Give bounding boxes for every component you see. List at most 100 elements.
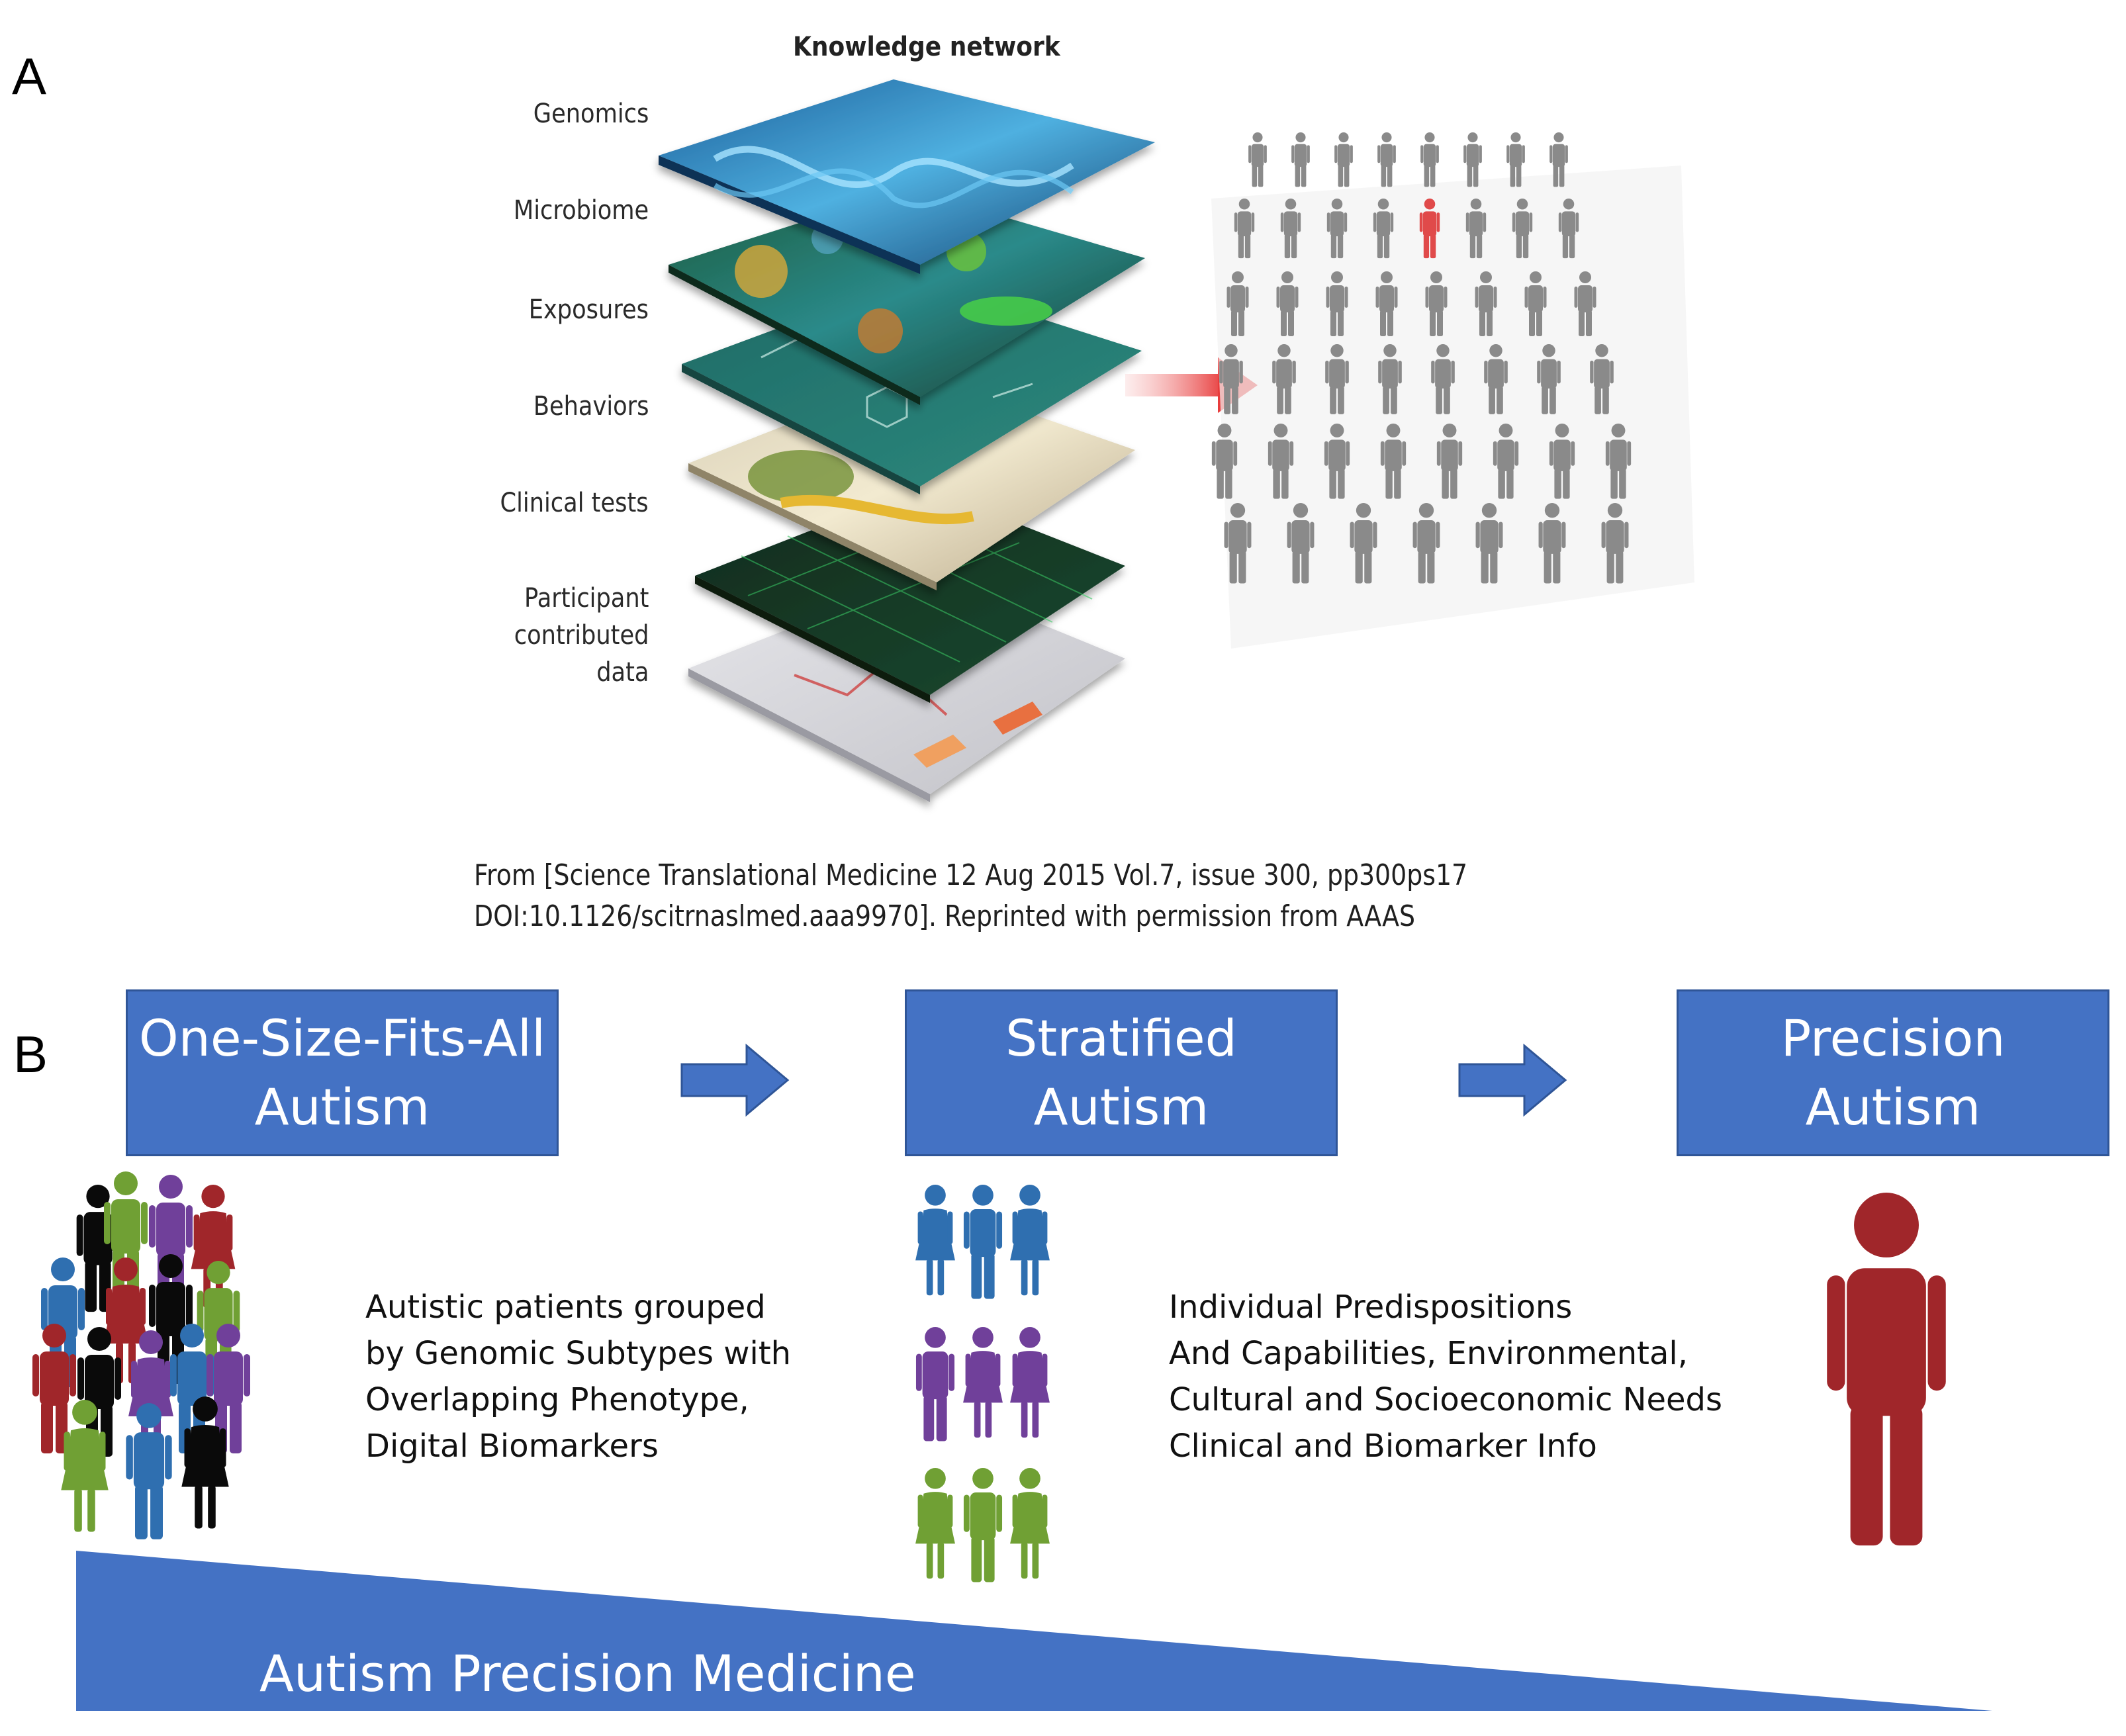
stage-3-line-2: Autism [1805, 1077, 1981, 1136]
crowd-person-28 [1484, 344, 1508, 414]
stage-1-line-1: One-Size-Fits-All [138, 1009, 546, 1068]
crowd-person-22 [1574, 271, 1596, 336]
crowd-person-14 [1558, 199, 1579, 259]
crowd-person-7 [1549, 132, 1568, 187]
stage-1-line-2: Autism [254, 1077, 430, 1136]
crowd-person-38 [1605, 424, 1632, 499]
crowd-person-15 [1226, 271, 1249, 336]
stratified-purple-group-middle [963, 1327, 1003, 1438]
crowd-person-10 [1326, 199, 1348, 259]
crowd-person-39 [1224, 503, 1252, 584]
layer-label-microbiome: Microbiome [513, 195, 649, 226]
crowd-person-31 [1211, 424, 1238, 499]
crowd-person-40 [1287, 503, 1315, 584]
desc-right-line-2: And Capabilities, Environmental, [1169, 1335, 1688, 1372]
crowd-person-3 [1377, 132, 1396, 187]
crowd-person-23 [1219, 344, 1243, 414]
crowd-person-43 [1475, 503, 1503, 584]
desc-left-line-1: Autistic patients grouped [365, 1289, 766, 1326]
layer-label-genomics: Genomics [533, 99, 649, 129]
desc-right-line-4: Clinical and Biomarker Info [1169, 1428, 1597, 1465]
knowledge-network-title: Knowledge network [793, 32, 1060, 62]
panel-a-letter: A [12, 47, 47, 105]
crowd-person-16 [1276, 271, 1299, 336]
description-stratified: Individual Predispositions And Capabilit… [1169, 1284, 1722, 1469]
crowd-person-5 [1463, 132, 1482, 187]
arrow-right-icon-2 [1458, 1043, 1567, 1117]
stratified-green-group [915, 1468, 1050, 1582]
arrow-right-icon-1 [680, 1043, 790, 1117]
crowd-person-0 [1248, 132, 1267, 187]
stratified-green-group-left [915, 1468, 955, 1579]
crowd-person-27 [1431, 344, 1455, 414]
crowd-person-13 [1512, 199, 1533, 259]
crowd-person-45 [1601, 503, 1629, 584]
highlighted-person [1419, 199, 1440, 259]
crowd-person-33 [1324, 424, 1350, 499]
stage-2-line-2: Autism [1033, 1077, 1209, 1136]
stratified-blue-group-middle [963, 1185, 1003, 1299]
precision-medicine-banner [76, 1551, 1992, 1711]
crowd-person-35 [1436, 424, 1463, 499]
precision-individual [1827, 1193, 1946, 1546]
stage-2-line-1: Stratified [1005, 1009, 1237, 1068]
mixed-person-13 [61, 1400, 109, 1532]
desc-left-line-2: by Genomic Subtypes with [365, 1335, 792, 1372]
layer-clinical-tests [695, 486, 1125, 703]
stratified-blue-group-right [1010, 1185, 1050, 1296]
mixed-person-8 [32, 1324, 76, 1453]
crowd-person-34 [1380, 424, 1407, 499]
crowd-person-9 [1280, 199, 1301, 259]
crowd-person-18 [1375, 271, 1398, 336]
crowd-person-1 [1291, 132, 1310, 187]
participant-label-line-2: contributed [514, 620, 649, 651]
mixed-person-10 [128, 1330, 173, 1456]
image-credit-line-1: From [Science Translational Medicine 12 … [474, 858, 1468, 892]
banner-label: Autism Precision Medicine [259, 1644, 916, 1703]
participant-label-line-1: Participant [524, 583, 649, 614]
stratified-purple-group [915, 1327, 1050, 1441]
description-one-size: Autistic patients grouped by Genomic Sub… [365, 1284, 791, 1469]
crowd-person-25 [1325, 344, 1349, 414]
crowd-person-24 [1272, 344, 1296, 414]
crowd-person-26 [1378, 344, 1402, 414]
stratified-blue-group-left [915, 1185, 955, 1296]
crowd-person-2 [1334, 132, 1353, 187]
stratified-purple-group-right [1010, 1327, 1050, 1438]
desc-left-line-4: Digital Biomarkers [365, 1428, 659, 1465]
layer-label-exposures: Exposures [528, 295, 649, 325]
crowd-person-11 [1373, 199, 1394, 259]
crowd-person-4 [1420, 132, 1439, 187]
crowd-person-44 [1538, 503, 1566, 584]
crowd-person-36 [1493, 424, 1519, 499]
crowd-person-37 [1549, 424, 1575, 499]
stratified-purple-group-left [915, 1327, 955, 1441]
layer-label-behaviors: Behaviors [533, 391, 649, 422]
crowd-person-29 [1537, 344, 1561, 414]
stage-3-line-1: Precision [1780, 1009, 2006, 1068]
image-credit-line-2: DOI:10.1126/scitrnaslmed.aaa9970]. Repri… [474, 899, 1416, 933]
crowd-person-17 [1326, 271, 1348, 336]
crowd-person-32 [1268, 424, 1294, 499]
participant-label-line-3: data [596, 657, 649, 688]
crowd-person-20 [1475, 271, 1497, 336]
desc-left-line-3: Overlapping Phenotype, [365, 1381, 749, 1418]
stratified-green-group-middle [963, 1468, 1003, 1582]
crowd-person-19 [1425, 271, 1448, 336]
layer-microbiome [669, 189, 1145, 405]
panel-b-letter: B [13, 1025, 48, 1083]
crowd-person-41 [1350, 503, 1377, 584]
layer-label-clinical-tests: Clinical tests [500, 488, 649, 518]
desc-right-line-3: Cultural and Socioeconomic Needs [1169, 1381, 1723, 1418]
crowd-person-8 [1234, 199, 1255, 259]
mixed-person-14 [126, 1403, 172, 1539]
crowd-person-6 [1506, 132, 1525, 187]
stratified-green-group-right [1010, 1468, 1050, 1579]
